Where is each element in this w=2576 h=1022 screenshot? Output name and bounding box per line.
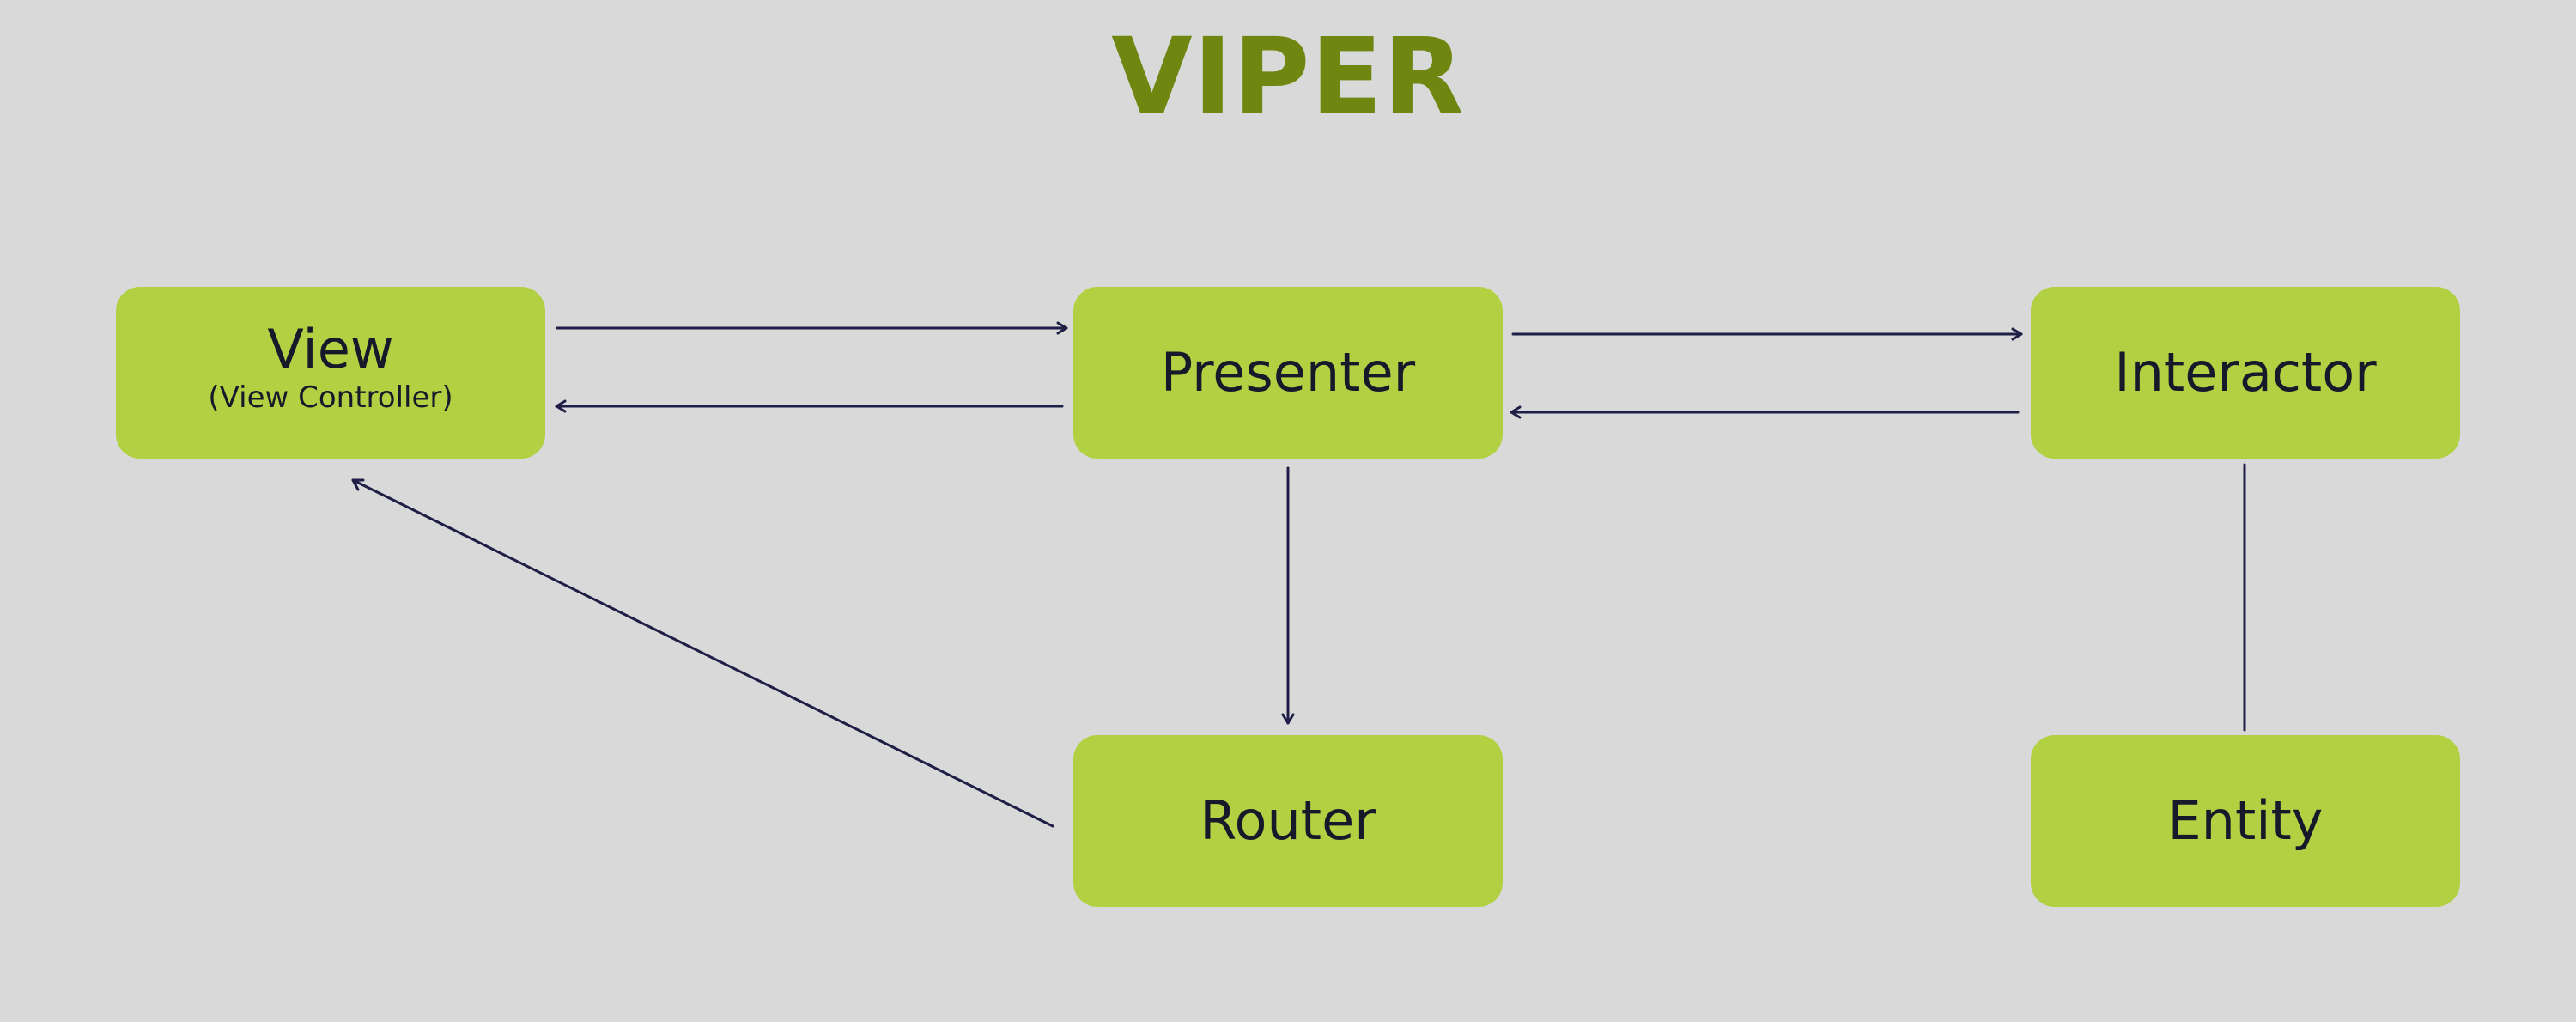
entity-label: Entity [2167, 789, 2324, 852]
interactor-label: Interactor [2114, 341, 2377, 404]
router-node: Router [1073, 735, 1503, 907]
edge-presenter-to-interactor [1511, 327, 2023, 341]
presenter-label: Presenter [1160, 341, 1416, 404]
entity-node: Entity [2031, 735, 2460, 907]
presenter-node: Presenter [1073, 287, 1503, 459]
edge-router-to-view [351, 478, 1054, 828]
edge-interactor-to-presenter [1510, 405, 2020, 419]
edge-view-to-presenter [556, 321, 1068, 335]
view-label: View [267, 318, 394, 380]
router-label: Router [1200, 789, 1376, 852]
diagram-title: VIPER [1111, 15, 1465, 137]
edge-presenter-to-view [555, 399, 1064, 413]
interactor-node: Interactor [2031, 287, 2460, 459]
view-node: View (View Controller) [116, 287, 545, 459]
view-sublabel: (View Controller) [208, 380, 453, 415]
edge-presenter-to-router [1281, 466, 1295, 725]
